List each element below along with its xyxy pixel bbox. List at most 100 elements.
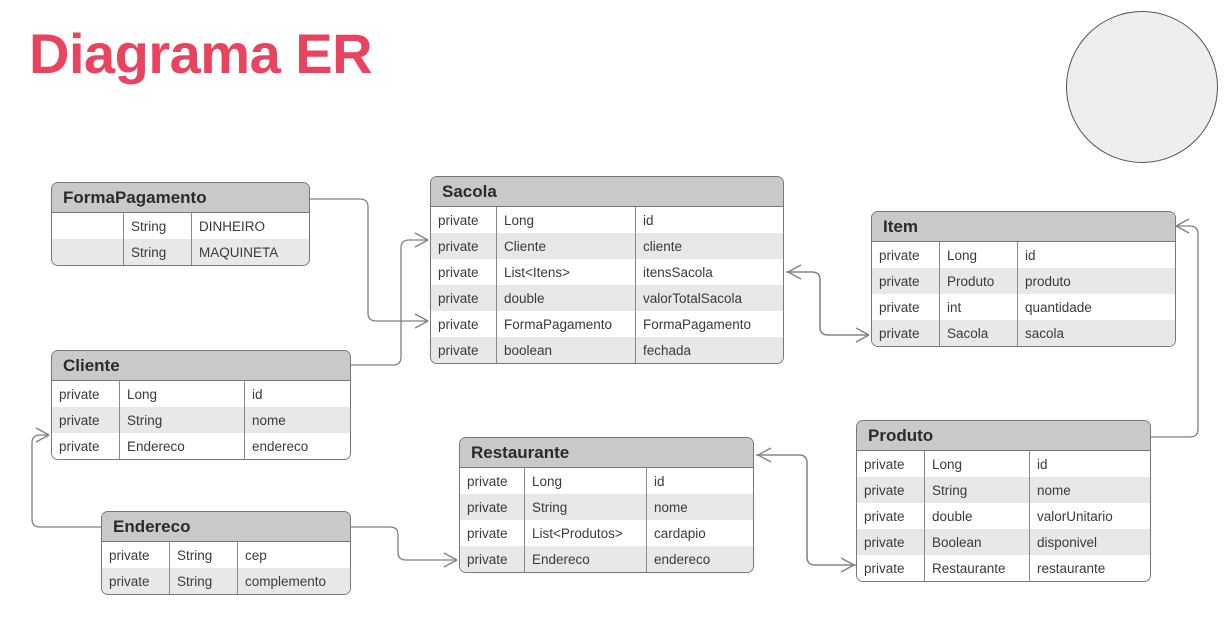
attribute-type: Long bbox=[497, 207, 636, 233]
attribute-name: id bbox=[1037, 456, 1048, 472]
attribute-name: id bbox=[1025, 247, 1036, 263]
attribute-name: produto bbox=[1025, 273, 1071, 289]
attribute-name: valorTotalSacola bbox=[643, 290, 743, 306]
attribute-name: DINHEIRO bbox=[199, 218, 266, 234]
attribute-visibility: private bbox=[872, 320, 940, 346]
arrow-into-produto-restaurante bbox=[840, 557, 855, 573]
attribute-type: Long bbox=[940, 242, 1018, 268]
attribute-visibility: private bbox=[52, 381, 120, 407]
attribute-type: Endereco bbox=[525, 546, 647, 572]
attribute-visibility: private bbox=[52, 433, 120, 459]
attribute-row[interactable]: String DINHEIRO bbox=[52, 213, 309, 239]
attribute-visibility bbox=[52, 239, 124, 265]
attribute-type: Long bbox=[120, 381, 245, 407]
attribute-type: Cliente bbox=[497, 233, 636, 259]
edge-formapagamento-to-sacola bbox=[310, 198, 428, 322]
edge-cliente-to-sacola bbox=[351, 239, 428, 366]
attribute-visibility: private bbox=[431, 337, 497, 363]
attribute-visibility: private bbox=[872, 294, 940, 320]
attribute-type: String bbox=[170, 568, 238, 594]
attribute-name: sacola bbox=[1025, 325, 1065, 341]
attribute-name: itensSacola bbox=[643, 264, 713, 280]
attribute-visibility: private bbox=[857, 451, 925, 477]
attribute-type: FormaPagamento bbox=[497, 311, 636, 337]
attribute-type: double bbox=[497, 285, 636, 311]
attribute-type: String bbox=[525, 494, 647, 520]
attribute-visibility: private bbox=[431, 311, 497, 337]
attribute-name: complemento bbox=[245, 573, 327, 589]
attribute-visibility: private bbox=[431, 207, 497, 233]
attribute-name: quantidade bbox=[1025, 299, 1092, 315]
attribute-type: boolean bbox=[497, 337, 636, 363]
attribute-type: String bbox=[124, 239, 192, 265]
attribute-name: MAQUINETA bbox=[199, 244, 279, 260]
attribute-type: List<Itens> bbox=[497, 259, 636, 285]
entity-title-endereco: Endereco bbox=[102, 512, 350, 542]
attribute-type: String bbox=[170, 542, 238, 568]
attribute-name: FormaPagamento bbox=[643, 316, 752, 332]
arrow-into-restaurante-header bbox=[757, 447, 772, 463]
attribute-visibility: private bbox=[857, 555, 925, 581]
attribute-name: id bbox=[252, 386, 263, 402]
attribute-name: valorUnitario bbox=[1037, 508, 1113, 524]
attribute-name: fechada bbox=[643, 342, 692, 358]
edge-sacola-to-item bbox=[786, 271, 869, 336]
attribute-visibility: private bbox=[102, 542, 170, 568]
attribute-name: cep bbox=[245, 547, 267, 563]
attribute-type: Long bbox=[525, 468, 647, 494]
attribute-type: String bbox=[120, 407, 245, 433]
attribute-type: Long bbox=[925, 451, 1030, 477]
attribute-type: Endereco bbox=[120, 433, 245, 459]
edge-restaurante-to-produto bbox=[756, 454, 854, 566]
attribute-row[interactable]: String MAQUINETA bbox=[52, 239, 309, 265]
edge-item-to-sacola bbox=[786, 271, 869, 336]
entity-title-restaurante: Restaurante bbox=[460, 438, 753, 468]
attribute-type: int bbox=[940, 294, 1018, 320]
attribute-type: String bbox=[124, 213, 192, 239]
arrow-into-cliente-endereco bbox=[35, 427, 50, 443]
attribute-name: cliente bbox=[643, 238, 683, 254]
attribute-type: Produto bbox=[940, 268, 1018, 294]
attribute-visibility: private bbox=[460, 546, 525, 572]
attribute-type: List<Produtos> bbox=[525, 520, 647, 546]
attribute-name: id bbox=[643, 212, 654, 228]
attribute-visibility: private bbox=[52, 407, 120, 433]
attribute-name: restaurante bbox=[1037, 560, 1106, 576]
attribute-visibility: private bbox=[431, 259, 497, 285]
attribute-visibility: private bbox=[431, 285, 497, 311]
entity-title-item: Item bbox=[872, 212, 1175, 242]
attribute-visibility: private bbox=[102, 568, 170, 594]
